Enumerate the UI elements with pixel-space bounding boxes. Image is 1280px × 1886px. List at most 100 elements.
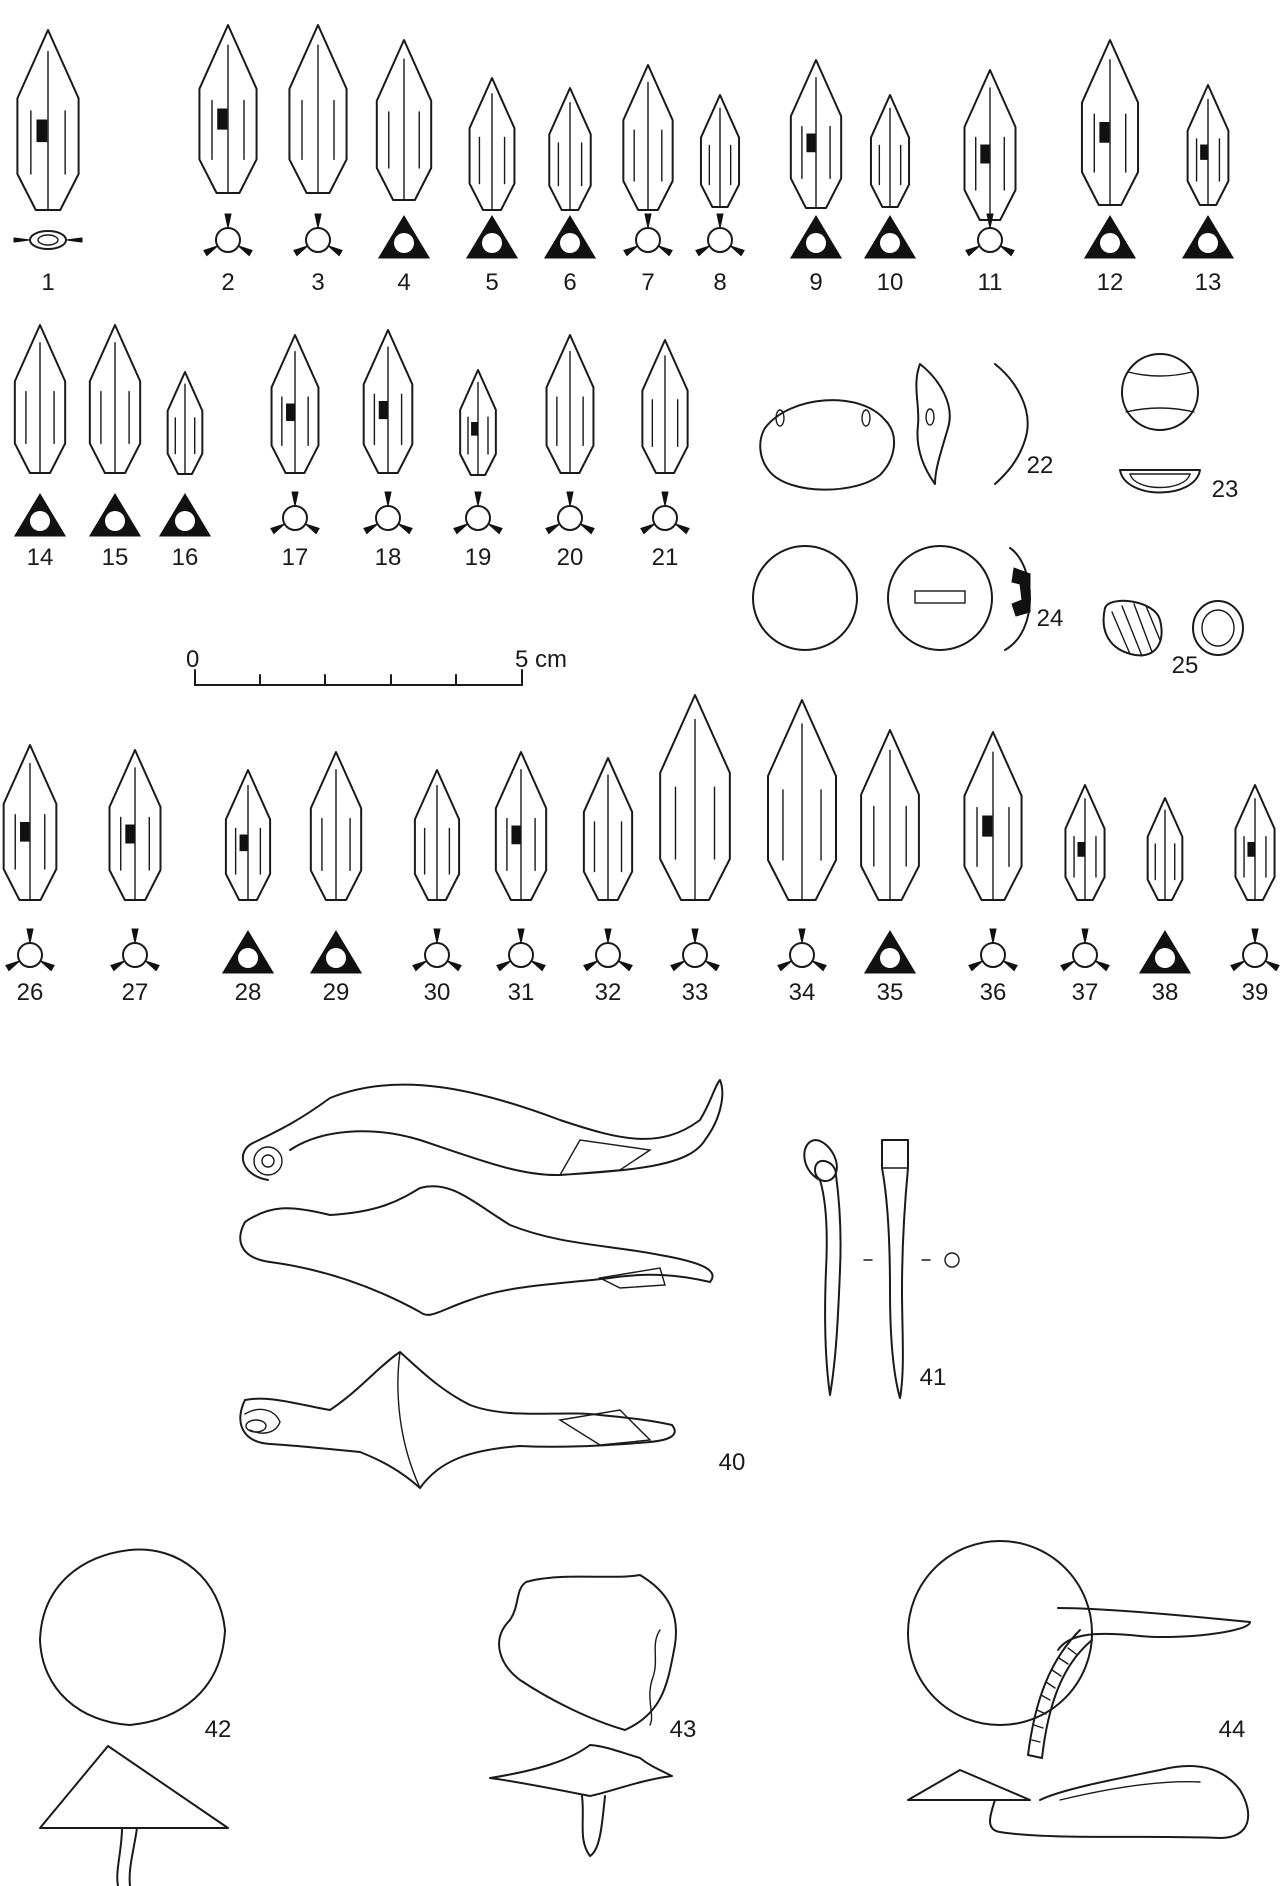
- figure-number-11: 11: [978, 269, 1003, 296]
- figure-number-37: 37: [1072, 979, 1099, 1006]
- section-26: [5, 928, 55, 972]
- arrowhead-2: [198, 24, 258, 194]
- section-28: [221, 930, 275, 974]
- arrowhead-35: [860, 729, 920, 901]
- figure-number-20: 20: [557, 544, 584, 571]
- scale-end-label: 5 cm: [515, 646, 567, 673]
- arrowhead-19: [459, 369, 497, 476]
- figure-number-13: 13: [1195, 269, 1222, 296]
- figure-number-22: 22: [1027, 452, 1054, 479]
- figure-number-18: 18: [375, 544, 402, 571]
- figure-number-36: 36: [980, 979, 1007, 1006]
- section-21: [640, 491, 690, 535]
- figure-number-16: 16: [172, 544, 199, 571]
- figure-number-9: 9: [809, 269, 822, 296]
- arrowhead-33: [659, 694, 731, 901]
- figure-number-2: 2: [221, 269, 234, 296]
- plaque-22-drawing: [759, 363, 1029, 491]
- section-35: [863, 930, 917, 974]
- arrowhead-12: [1080, 39, 1140, 206]
- arrowhead-17: [270, 334, 320, 474]
- section-14: [13, 493, 67, 537]
- section-31: [496, 928, 546, 972]
- arrowhead-1: [16, 29, 80, 211]
- figure-number-38: 38: [1152, 979, 1179, 1006]
- fibula-40-drawing: [239, 1079, 724, 1489]
- section-37: [1060, 928, 1110, 972]
- figure-number-12: 12: [1097, 269, 1124, 296]
- arrowhead-26: [2, 744, 58, 901]
- figure-number-1: 1: [41, 269, 54, 296]
- section-33: [670, 928, 720, 972]
- figure-number-33: 33: [682, 979, 709, 1006]
- scale-start-label: 0: [186, 646, 199, 673]
- figure-number-31: 31: [508, 979, 535, 1006]
- arrowhead-18: [362, 329, 414, 474]
- arrowhead-8: [699, 94, 741, 208]
- section-4: [377, 215, 431, 259]
- figure-number-3: 3: [311, 269, 324, 296]
- arrowhead-3: [288, 24, 348, 194]
- pin-41-drawing: [803, 1139, 960, 1399]
- arrowhead-11: [963, 69, 1017, 221]
- arrowhead-5: [468, 77, 516, 211]
- arrowhead-28: [224, 769, 272, 901]
- figure-number-27: 27: [122, 979, 149, 1006]
- arrowhead-21: [641, 339, 689, 474]
- figure-number-40: 40: [719, 1449, 746, 1476]
- section-17: [270, 491, 320, 535]
- figure-number-32: 32: [595, 979, 622, 1006]
- arrowhead-32: [582, 757, 634, 901]
- figure-number-29: 29: [323, 979, 350, 1006]
- section-11: [965, 213, 1015, 257]
- section-16: [158, 493, 212, 537]
- section-10: [863, 215, 917, 259]
- section-39: [1230, 928, 1280, 972]
- section-8: [695, 213, 745, 257]
- arrowhead-15: [88, 324, 142, 474]
- arrowhead-drawings: [2, 24, 1276, 901]
- figure-number-5: 5: [485, 269, 498, 296]
- section-32: [583, 928, 633, 972]
- section-38: [1138, 930, 1192, 974]
- figure-number-25: 25: [1172, 652, 1199, 679]
- figure-number-8: 8: [713, 269, 726, 296]
- section-2: [203, 213, 253, 257]
- arrowhead-16: [166, 371, 204, 475]
- section-12: [1083, 215, 1137, 259]
- arrowhead-38: [1146, 797, 1184, 901]
- arrowhead-39: [1234, 784, 1276, 901]
- section-13: [1181, 215, 1235, 259]
- arrowhead-6: [548, 87, 592, 211]
- section-36: [968, 928, 1018, 972]
- cross-section-drawings: [5, 213, 1280, 974]
- figure-number-23: 23: [1212, 476, 1239, 503]
- section-30: [412, 928, 462, 972]
- conical-button-42-drawing: [39, 1548, 229, 1886]
- section-20: [545, 491, 595, 535]
- figure-number-26: 26: [17, 979, 44, 1006]
- figure-number-7: 7: [641, 269, 654, 296]
- arrowhead-27: [108, 749, 162, 901]
- arrowhead-20: [545, 334, 595, 474]
- bead-23-drawing: [1119, 353, 1201, 494]
- section-7: [623, 213, 673, 257]
- section-29: [309, 930, 363, 974]
- arrowhead-36: [963, 731, 1023, 901]
- section-5: [465, 215, 519, 259]
- figure-number-43: 43: [670, 1716, 697, 1743]
- figure-number-21: 21: [652, 544, 679, 571]
- section-18: [363, 491, 413, 535]
- section-19: [453, 491, 503, 535]
- arrowhead-13: [1186, 84, 1230, 206]
- arrowhead-31: [494, 751, 548, 901]
- figure-number-4: 4: [397, 269, 410, 296]
- section-27: [110, 928, 160, 972]
- arrowhead-9: [789, 59, 843, 209]
- figure-number-24: 24: [1037, 605, 1064, 632]
- figure-number-6: 6: [563, 269, 576, 296]
- scale-bar: 0 5 cm: [186, 646, 567, 686]
- section-34: [777, 928, 827, 972]
- section-3: [293, 213, 343, 257]
